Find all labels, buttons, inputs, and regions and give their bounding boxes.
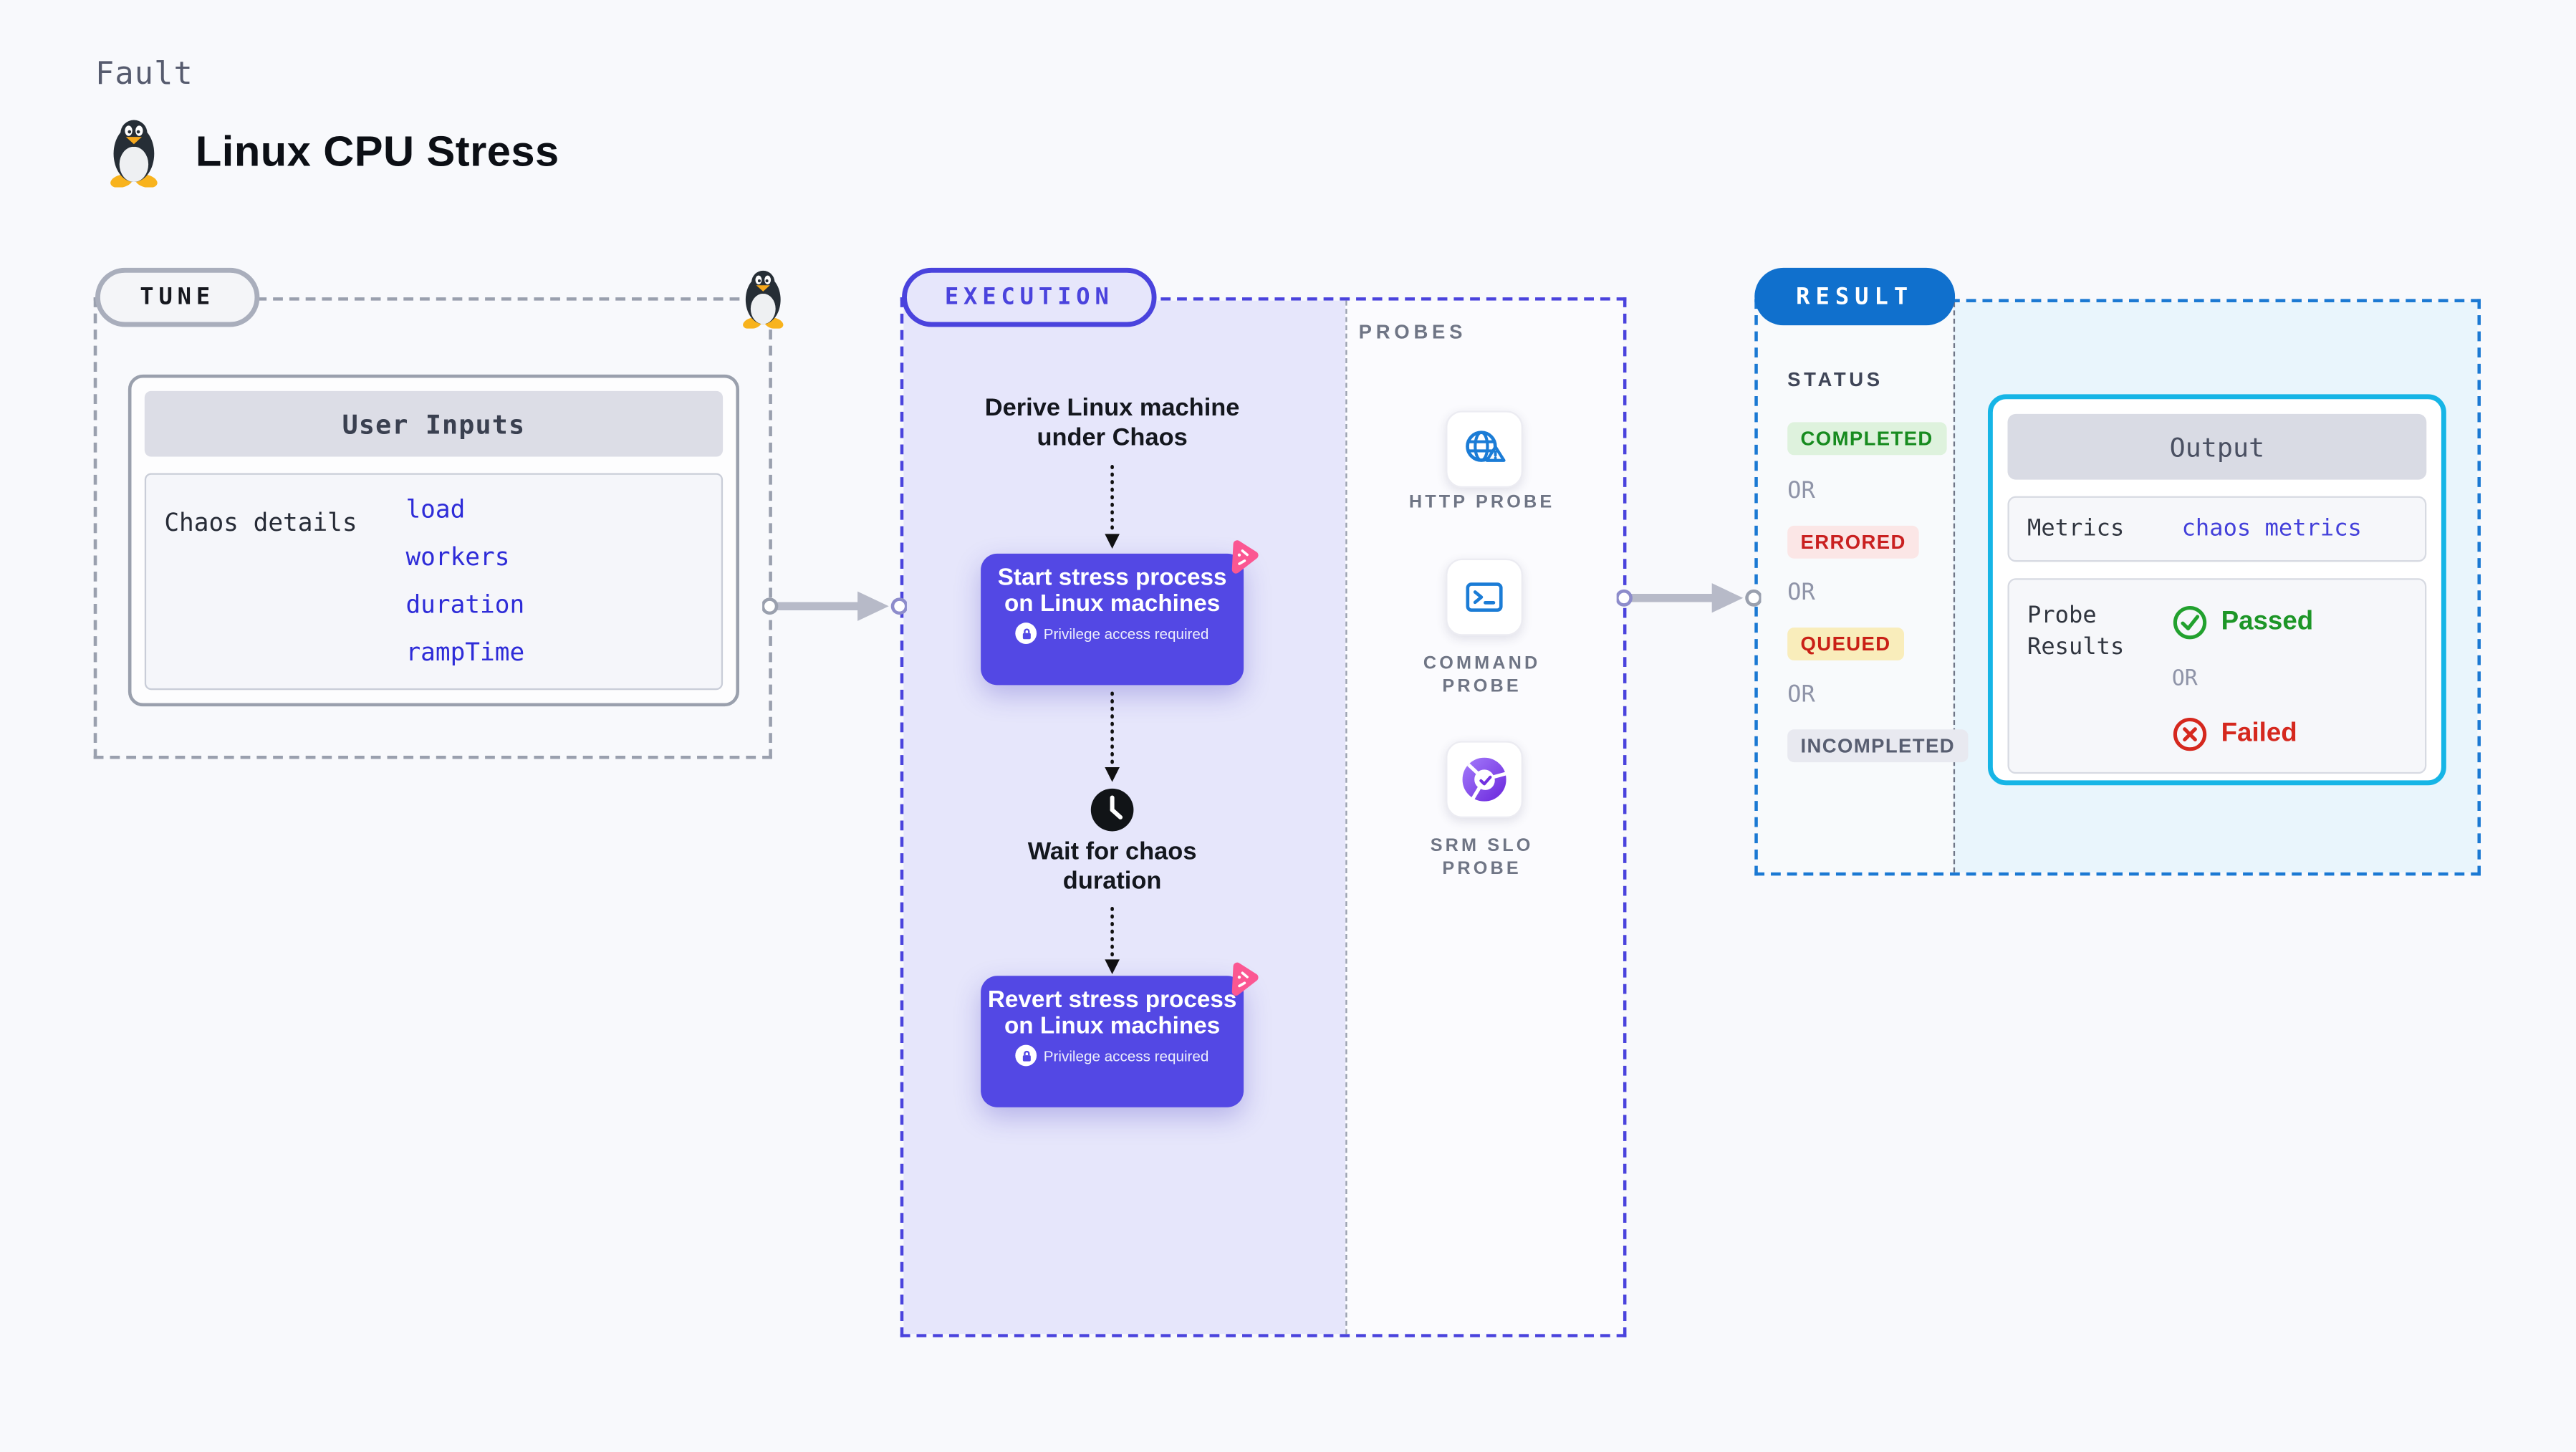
status-badge-errored: ERRORED [1787,525,1920,559]
http-probe-label: HTTP PROBE [1408,493,1555,513]
status-badge-incompleted: INCOMPLETED [1787,729,1969,763]
connector-execution-to-result [1616,583,1762,613]
srm-slo-probe-label: SRM SLO PROBE [1430,836,1534,879]
privilege-badge-text: Privilege access required [1043,1047,1209,1064]
chaos-fault-icon [1231,962,1259,996]
globe-alert-icon [1466,431,1506,462]
http-probe-card [1446,410,1523,489]
dotted-arrow-down-icon [1105,691,1120,782]
failed-label: Failed [2221,719,2297,748]
privilege-badge-text: Privilege access required [1043,625,1209,642]
status-or-separator: OR [1787,681,1815,708]
dotted-arrow-down-icon [1105,465,1120,549]
command-probe-card [1446,558,1523,636]
revert-stress-title: Revert stress process on Linux machines [987,987,1237,1040]
execution-pill: EXECUTION [902,267,1157,327]
page-title: Linux CPU Stress [195,126,559,176]
tux-penguin-icon [110,120,158,188]
srm-slo-probe-card [1446,741,1523,819]
chaos-fault-icon [1231,540,1259,574]
user-inputs-header: User Inputs [144,390,724,457]
output-or-separator: OR [2171,667,2198,692]
tune-pill: TUNE [95,267,260,327]
output-card: Output Metrics chaos metrics Probe Resul… [1987,394,2446,786]
status-heading: STATUS [1787,367,1883,391]
status-zone [1757,302,1953,872]
fault-kicker: Fault [95,55,193,92]
input-link-rampTime[interactable]: rampTime [405,637,525,668]
output-header: Output [2007,413,2427,480]
probes-heading: PROBES [1358,320,1467,344]
tux-penguin-small-icon [743,270,784,329]
lock-icon [1015,622,1037,644]
command-probe-label: COMMAND PROBE [1423,653,1541,697]
x-circle-icon [2173,717,2207,751]
status-badge-completed: COMPLETED [1787,422,1947,456]
dotted-arrow-down-icon [1105,906,1120,974]
status-or-separator: OR [1787,580,1815,607]
user-inputs-card: User Inputs Chaos details load workers d… [128,374,740,707]
terminal-icon [1466,582,1503,612]
passed-label: Passed [2221,607,2314,636]
start-stress-node: Start stress process on Linux machines P… [981,540,1259,686]
result-pill: RESULT [1754,267,1956,326]
step-wait-duration: Wait for chaos duration [1027,837,1197,895]
chaos-details-row: Chaos details load workers duration ramp… [144,473,724,691]
probe-results-row: Probe Results Passed OR Failed [2007,578,2427,774]
metrics-row: Metrics chaos metrics [2007,496,2427,562]
metrics-label: Metrics [2027,516,2125,542]
probe-results-label: Probe Results [2027,602,2125,660]
status-badge-queued: QUEUED [1787,628,1904,660]
chaos-metrics-link[interactable]: chaos metrics [2181,516,2362,542]
input-link-load[interactable]: load [405,494,466,524]
start-stress-title: Start stress process on Linux machines [997,564,1227,618]
status-or-separator: OR [1787,478,1815,505]
input-link-duration[interactable]: duration [405,590,525,620]
tune-section [93,297,772,759]
clock-icon [1090,788,1134,832]
step-derive-machine: Derive Linux machine under Chaos [984,394,1240,452]
chaos-details-label: Chaos details [164,507,357,537]
revert-stress-node: Revert stress process on Linux machines … [981,962,1259,1107]
slo-donut-icon [1462,757,1507,802]
connector-tune-to-execution [762,591,907,621]
lock-icon [1015,1044,1037,1067]
check-circle-icon [2173,606,2207,640]
input-link-workers[interactable]: workers [405,542,510,572]
